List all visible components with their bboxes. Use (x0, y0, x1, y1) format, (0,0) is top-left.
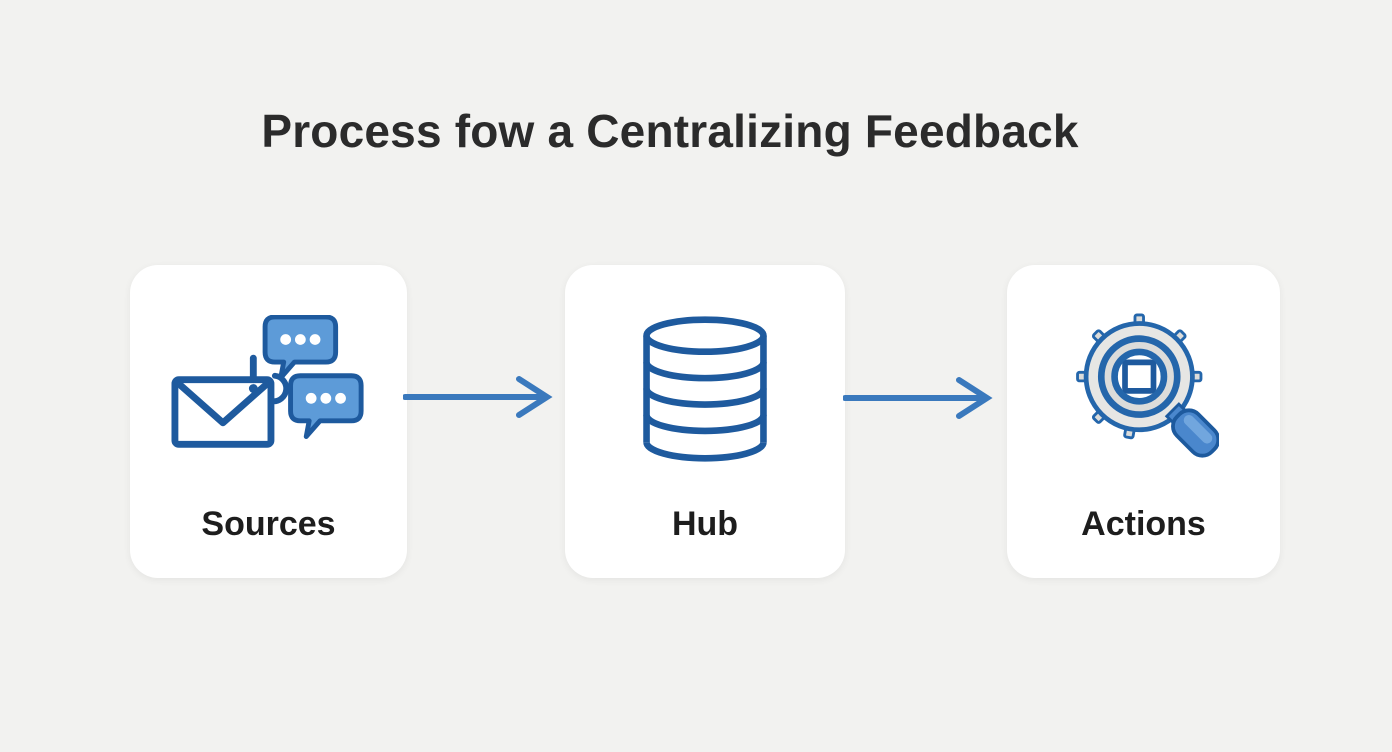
hub-icon-wrap (565, 277, 845, 499)
chat-bubble-icon (287, 372, 364, 439)
database-icon (643, 315, 767, 462)
magnifier-handle (1164, 402, 1219, 458)
magnifier-gear-icon (1075, 313, 1219, 458)
actions-icon-wrap (1007, 277, 1280, 499)
node-label-hub: Hub (671, 505, 739, 543)
flow-node-sources: Sources (130, 265, 407, 578)
chat-bubble-icon (262, 314, 338, 380)
flow-node-hub: Hub (565, 265, 845, 578)
node-label-sources: Sources (201, 505, 336, 543)
mail-and-chat-icon (170, 314, 364, 448)
arrow-right-icon (843, 377, 993, 419)
node-label-actions: Actions (1081, 505, 1206, 543)
flow-node-actions: Actions (1007, 265, 1280, 578)
arrow-right-icon (403, 376, 553, 418)
sources-icon-wrap (130, 277, 407, 499)
page-title: Process fow a Centralizing Feedback (261, 105, 1079, 157)
